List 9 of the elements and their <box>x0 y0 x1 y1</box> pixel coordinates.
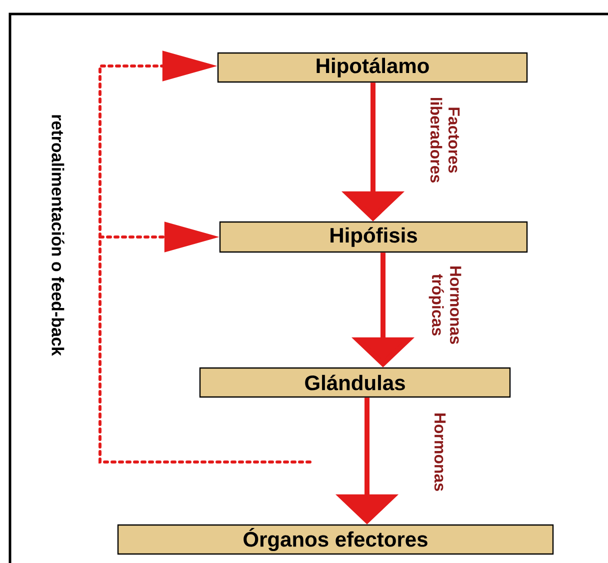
process-box: Glándulas <box>199 367 511 398</box>
edge-label: Factores liberadores <box>429 91 461 189</box>
process-box: Hipófisis <box>219 221 528 253</box>
edge-label: Hormonas trópicas <box>428 256 462 354</box>
side-label: retroalimentación o feed-back <box>52 115 64 356</box>
feedback-arrow <box>98 50 312 464</box>
edge-label: Hormonas <box>433 403 447 501</box>
process-box: Hipotálamo <box>217 52 528 83</box>
process-box: Órganos efectores <box>117 524 554 555</box>
